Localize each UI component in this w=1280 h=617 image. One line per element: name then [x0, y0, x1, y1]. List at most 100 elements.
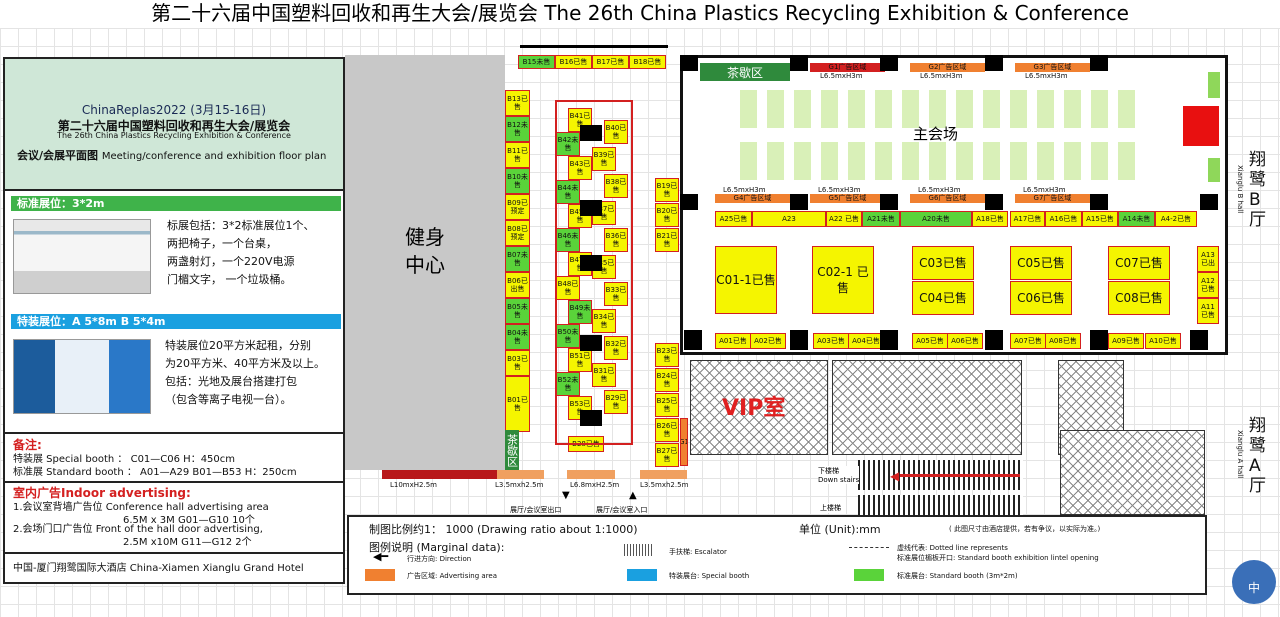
booth-a-top: A17已售	[1010, 211, 1045, 227]
legend-standard: 标准展台: Standard booth (3m*2m)	[897, 572, 1018, 580]
hall-b-en-label: Xianglu B hall	[1236, 165, 1244, 214]
booth-b-mid-left: B50未售	[556, 324, 580, 348]
booth-b-left: B11已售	[505, 142, 530, 168]
booth-b-left: B13已售	[505, 90, 530, 116]
ad-area-mid: G5广告区域	[810, 194, 885, 203]
booth-b-top: B17已售	[592, 55, 629, 69]
seat-stripe	[1010, 142, 1027, 172]
dimension-label: L6.5mxH3m	[723, 186, 766, 194]
seat-stripe	[767, 142, 784, 172]
pillar	[580, 410, 602, 426]
booth-a-top: A15已售	[1082, 211, 1118, 227]
stage	[1183, 106, 1219, 146]
info-panel: ChinaReplas2022 (3月15-16日) 第二十六届中国塑料回收和再…	[3, 57, 345, 584]
booth-a-right: A13已出	[1197, 246, 1219, 272]
booth-a-bottom: A06已售	[947, 333, 983, 349]
booth-b-right: B20已售	[655, 203, 679, 227]
side-stripe-top	[1208, 72, 1220, 98]
wall-post	[1090, 194, 1108, 210]
pillar	[580, 200, 602, 216]
booth-b-left: B01已售	[505, 376, 530, 432]
legend-box: 制图比例约1： 1000 (Drawing ratio about 1:1000…	[347, 515, 1207, 595]
booth-a-top: A4-2已售	[1155, 211, 1197, 227]
advertising-item-2: 2.会场门口广告位 Front of the hall door adverti…	[13, 524, 263, 535]
seat-stripe	[1091, 90, 1108, 128]
event-cn-name: 第二十六届中国塑料回收和再生大会/展览会	[57, 119, 291, 133]
advertising-heading: 室内广告Indoor advertising:	[13, 486, 191, 500]
special-booth-desc: 特装展位20平方米起租，分别为20平方米、40平方米及以上。包括：光地及展台搭建…	[165, 339, 325, 406]
booth-b-right: B24已售	[655, 368, 679, 392]
special-booth-swatch	[627, 569, 657, 581]
booth-b-top: B18已售	[629, 55, 666, 69]
booth-b-mid-left: B48已售	[556, 276, 580, 300]
seat-stripe	[875, 90, 892, 128]
dimension-label: L6.5mxH3m	[1023, 186, 1066, 194]
booth-b-right: B19已售	[655, 178, 679, 202]
booth-b-right: B25已售	[655, 393, 679, 417]
wall-post	[880, 330, 898, 350]
booth-a-top: A16已售	[1045, 211, 1082, 227]
exit-arrow-icon: ▼	[562, 490, 570, 501]
booth-b-mid-left: B51已售	[568, 348, 592, 372]
wall-post	[680, 194, 698, 210]
legend-lintel: 标准展位楣板开口: Standard booth exhibition lint…	[897, 554, 1099, 562]
booth-b-mid-left: B41已售	[568, 108, 592, 132]
legend-escalator: 手扶梯: Escalator	[669, 548, 727, 556]
direction-arrow-icon: ◀	[890, 469, 900, 483]
booth-b-right: B26已售	[655, 418, 679, 442]
wall-post	[790, 330, 808, 350]
seat-stripe	[1118, 90, 1135, 128]
bottom-ad-orange	[567, 470, 615, 479]
ad-area-mid: G7广告区域	[1015, 194, 1090, 203]
hotel-name: 中国-厦门翔鹭国际大酒店 China-Xiamen Xianglu Grand …	[13, 563, 304, 574]
dimension-label: L10mxH2.5m	[390, 481, 437, 489]
side-stripe-bottom	[1208, 158, 1220, 182]
hatched-area-2	[832, 360, 1022, 455]
seat-stripe	[983, 142, 1000, 172]
pillar	[580, 125, 602, 141]
legend-advertising: 广告区域: Advertising area	[407, 572, 498, 580]
dimension-label: L6.5mxH3m	[820, 72, 863, 80]
hall-b-label: 翔鹭B厅	[1249, 150, 1266, 230]
seat-stripe	[1064, 90, 1081, 128]
legend-dotted: 虚线代表: Dotted line represents	[897, 544, 1008, 552]
wall-post	[684, 330, 702, 350]
note-heading: 备注:	[13, 438, 42, 452]
wall-post	[1090, 330, 1108, 350]
booth-b-left: B04未售	[505, 324, 530, 350]
cluster-outline	[555, 100, 633, 445]
booth-a-right: A11已售	[1197, 298, 1219, 324]
wall-post	[985, 55, 1003, 71]
booth-a-bottom: A02已售	[750, 333, 786, 349]
hatched-area-1	[690, 360, 828, 455]
booth-b-right: B23已售	[655, 343, 679, 367]
note-standard: 标准展 Standard booth ： A01—A29 B01—B53 H：2…	[13, 467, 297, 478]
booth-a-top: A14未售	[1118, 211, 1155, 227]
top-wall	[520, 45, 668, 48]
seat-stripe	[740, 90, 757, 128]
booth-b-mid-right: B29已售	[604, 390, 628, 414]
booth-a-bottom: A01已售	[715, 333, 751, 349]
plan-title: 会议/会展平面图 Meeting/conference and exhibiti…	[17, 149, 327, 162]
booth-c: C04已售	[912, 281, 974, 315]
wall-post	[1200, 194, 1218, 210]
stairs-up	[858, 495, 1023, 517]
event-name: ChinaReplas2022 (3月15-16日)	[81, 103, 267, 117]
seat-stripe	[740, 142, 757, 172]
seat-stripe	[767, 90, 784, 128]
seat-stripe	[1064, 142, 1081, 172]
wall-post	[985, 194, 1003, 210]
hatched-area-4	[1060, 430, 1205, 515]
direction-arrow-line	[900, 474, 1020, 477]
legend-source: ( 此图尺寸由酒店提供，若有争议，以实际为准。)	[949, 525, 1101, 533]
seat-stripe	[1091, 142, 1108, 172]
dimension-label: L6.5mxH3m	[818, 186, 861, 194]
booth-b-mid-right: B31已售	[592, 363, 616, 387]
dimension-label: L6.5mxH3m	[920, 72, 963, 80]
booth-b-left: B08已预定	[505, 220, 530, 246]
booth-b-left: B10未售	[505, 168, 530, 194]
booth-a-top: A21未售	[862, 211, 900, 227]
entrance-label: 展厅/会议室入口	[596, 506, 648, 514]
language-switch-button[interactable]: 中	[1232, 560, 1276, 604]
